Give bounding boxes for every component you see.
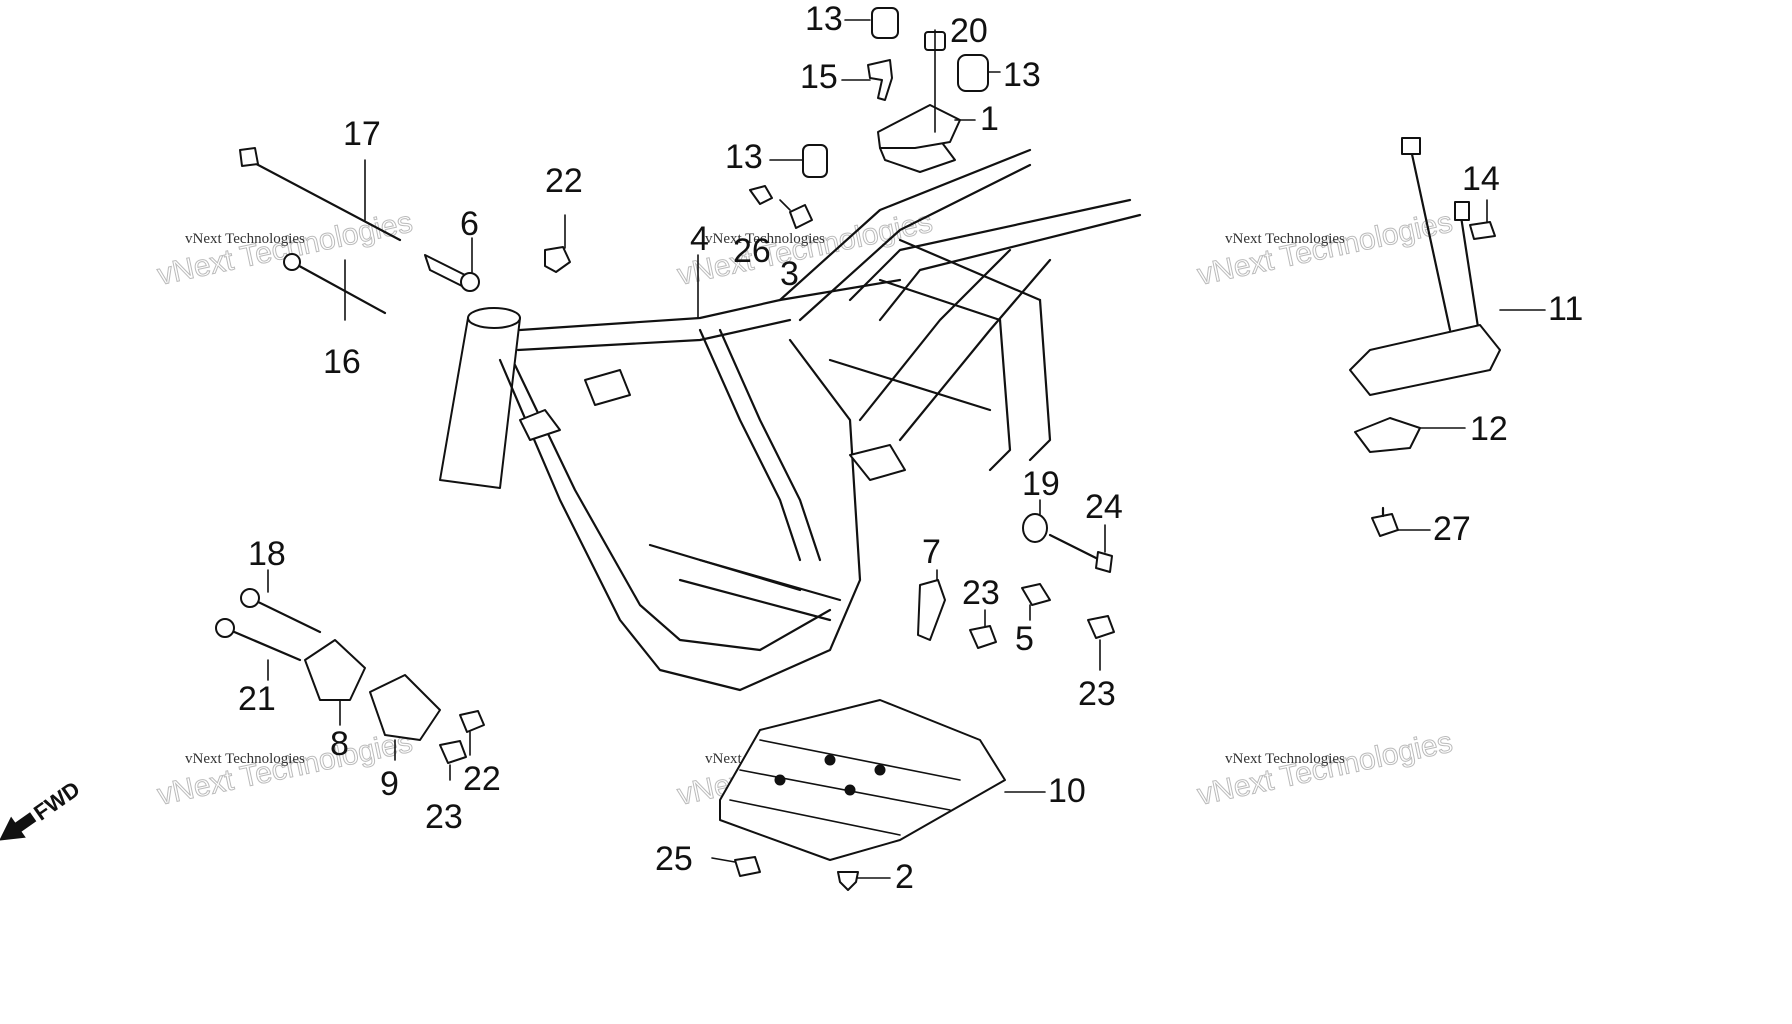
plate-9 xyxy=(369,674,441,741)
forward-indicator: FWD xyxy=(0,776,85,841)
nut-23a xyxy=(969,625,997,649)
callout-8: 8 xyxy=(330,725,349,763)
bracket-12 xyxy=(1354,417,1421,453)
callout-23c: 23 xyxy=(425,798,463,836)
bolt-25 xyxy=(734,856,761,877)
bolt-2 xyxy=(837,871,859,891)
callout-18: 18 xyxy=(248,535,286,573)
side-stand xyxy=(1349,137,1501,396)
callout-17: 17 xyxy=(343,115,381,153)
frame-bracket-mid xyxy=(584,369,631,406)
callout-13b: 13 xyxy=(1003,56,1041,94)
skid-plate xyxy=(719,699,1006,861)
head-tube-top xyxy=(467,307,521,329)
callout-24: 24 xyxy=(1085,488,1123,526)
leader-lines xyxy=(267,19,1546,879)
callout-11: 11 xyxy=(1548,290,1583,328)
bolt-27 xyxy=(1371,513,1399,537)
grommet-13a xyxy=(871,7,899,39)
callout-23a: 23 xyxy=(962,574,1000,612)
collar-5 xyxy=(1021,583,1051,606)
watermark-small-1: vNext Technologies xyxy=(185,231,305,247)
bolt-17 xyxy=(243,156,402,242)
clip-15 xyxy=(867,59,893,101)
callout-2: 2 xyxy=(895,858,914,896)
callout-1: 1 xyxy=(980,100,999,138)
callout-labels: 13 20 13 15 1 13 17 22 6 4 26 3 16 14 11… xyxy=(238,0,1583,896)
callout-19: 19 xyxy=(1022,465,1060,503)
callout-7: 7 xyxy=(922,533,941,571)
grommet-13c xyxy=(802,144,828,178)
callout-20: 20 xyxy=(950,12,988,50)
callout-9: 9 xyxy=(380,765,399,803)
callout-15: 15 xyxy=(800,58,838,96)
head-tube xyxy=(439,317,521,489)
grommet-13b xyxy=(957,54,989,92)
nut-23c xyxy=(439,740,467,764)
callout-5: 5 xyxy=(1015,620,1034,658)
nut-23b xyxy=(1087,615,1115,639)
callout-27: 27 xyxy=(1433,510,1471,548)
bolt-21 xyxy=(223,626,302,662)
nut-22b xyxy=(459,710,485,733)
plate-8 xyxy=(304,639,366,701)
watermark-small-4: vNext Technologies xyxy=(185,751,305,767)
callout-13a: 13 xyxy=(805,0,843,38)
bolt-26 xyxy=(749,185,773,205)
callout-3: 3 xyxy=(780,255,799,293)
small-parts xyxy=(215,7,1496,891)
callout-6: 6 xyxy=(460,205,479,243)
callout-22a: 22 xyxy=(545,162,583,200)
callout-22b: 22 xyxy=(463,760,501,798)
callout-21: 21 xyxy=(238,680,276,718)
watermark-big-6: vNext Technologies xyxy=(1195,726,1456,812)
callout-26: 26 xyxy=(733,232,771,270)
bolt-18 xyxy=(248,596,322,634)
bolt-16 xyxy=(290,260,387,315)
fwd-label: FWD xyxy=(29,776,84,825)
callout-14: 14 xyxy=(1462,160,1500,198)
callout-23b: 23 xyxy=(1078,675,1116,713)
frame-bracket-rear xyxy=(849,444,906,481)
callout-16: 16 xyxy=(323,343,361,381)
frame-bracket-front xyxy=(519,409,561,441)
watermark-small-2: vNext Technologies xyxy=(705,231,825,247)
watermark-big-3: vNext Technologies xyxy=(1195,206,1456,292)
callout-12: 12 xyxy=(1470,410,1508,448)
callout-4: 4 xyxy=(690,220,709,258)
pad-14 xyxy=(1469,221,1496,240)
main-frame xyxy=(439,139,1142,692)
watermark-small-3: vNext Technologies xyxy=(1225,231,1345,247)
nut-22a xyxy=(544,246,571,273)
clip-3 xyxy=(789,204,813,229)
watermark-small-6: vNext Technologies xyxy=(1225,751,1345,767)
clamp-7 xyxy=(917,579,946,641)
arrow-left-icon xyxy=(0,812,37,841)
bracket-1 xyxy=(877,104,961,149)
watermark-big-4: vNext Technologies xyxy=(155,726,416,812)
watermark-big-1: vNext Technologies xyxy=(155,206,416,292)
callout-25: 25 xyxy=(655,840,693,878)
washer-19 xyxy=(1022,513,1048,543)
bolt-24 xyxy=(1048,533,1102,562)
callout-10: 10 xyxy=(1048,772,1086,810)
callout-13c: 13 xyxy=(725,138,763,176)
